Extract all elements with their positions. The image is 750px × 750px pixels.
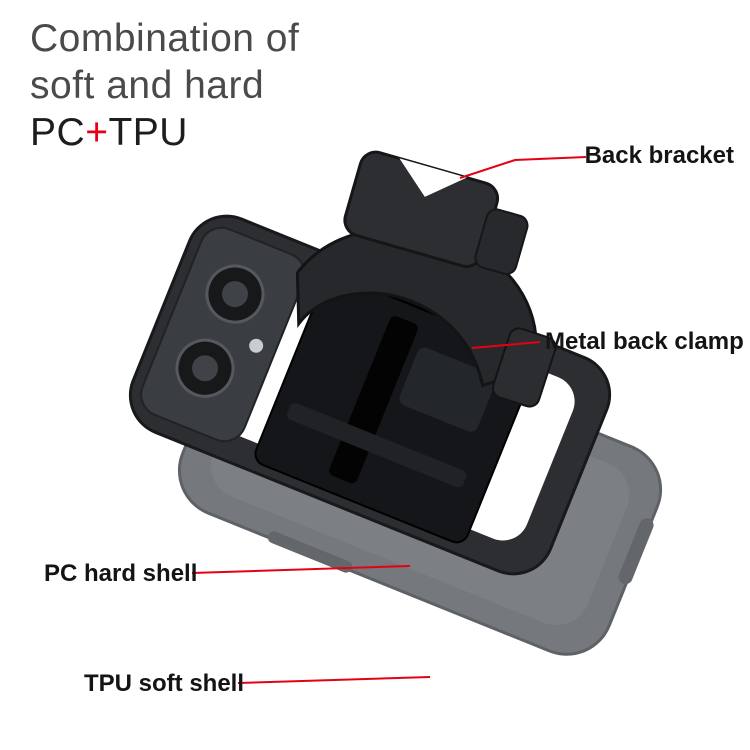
title-plus: +	[85, 110, 109, 154]
title-line-2: soft and hard	[30, 63, 265, 107]
title-line-1: Combination of	[30, 17, 300, 60]
camera-module	[140, 226, 306, 443]
title-block: Combination of soft and hard PC+TPU	[30, 16, 299, 156]
callout-line-tpu-soft-shell	[237, 676, 431, 684]
title-tpu: TPU	[108, 110, 188, 154]
back-bracket-shape	[343, 150, 529, 275]
callout-pc-hard-shell-label: PC hard shell	[44, 560, 198, 587]
title-line-3: PC+TPU	[30, 110, 299, 157]
callout-tpu-soft-shell-label: TPU soft shell	[84, 670, 245, 697]
callout-line-pc-hard-shell	[191, 565, 411, 574]
callout-line-back-bracket	[459, 156, 587, 179]
callout-line-metal-back-clamp	[471, 341, 541, 349]
callout-back-bracket-label: Back bracket	[584, 142, 734, 169]
title-pc: PC	[30, 110, 86, 154]
callout-metal-back-clamp-label: Metal back clamp	[545, 328, 744, 355]
